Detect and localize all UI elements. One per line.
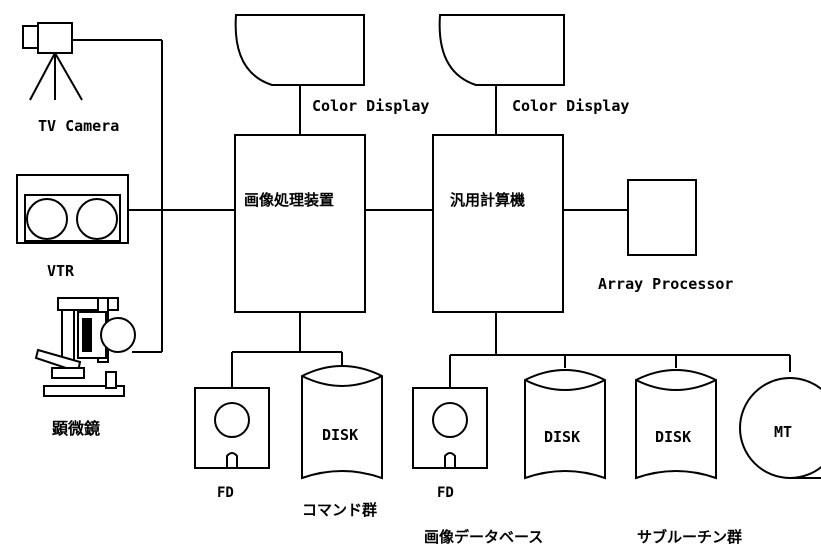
disk-1-icon — [301, 365, 383, 480]
color-display-2-icon — [438, 14, 565, 86]
magnetic-tape-icon — [739, 377, 821, 479]
floppy-drive-2-icon — [412, 387, 488, 469]
mt-label: MT — [774, 423, 792, 441]
image-processor-label: 画像処理装置 — [244, 191, 334, 209]
color-display-2-label: Color Display — [512, 97, 629, 115]
disk-2-icon — [524, 369, 606, 480]
disk-3-label: DISK — [655, 428, 691, 446]
disk-2-label: DISK — [544, 428, 580, 446]
vtr-label: VTR — [47, 262, 75, 280]
tv-camera-icon — [22, 22, 83, 101]
general-computer-box — [432, 134, 564, 313]
subroutine-group-label: サブルーチン群 — [637, 528, 742, 546]
color-display-1-icon — [234, 14, 365, 86]
tv-camera-label: TV Camera — [38, 117, 119, 135]
fd-1-label: FD — [217, 485, 234, 501]
color-display-1-label: Color Display — [312, 97, 429, 115]
disk-1-label: DISK — [322, 426, 358, 444]
microscope-icon — [34, 297, 136, 397]
general-computer-label: 汎用計算機 — [450, 191, 525, 209]
fd-2-label: FD — [437, 485, 454, 501]
microscope-label: 顕微鏡 — [52, 419, 100, 438]
image-database-label: 画像データベース — [424, 528, 543, 546]
vtr-icon — [16, 174, 129, 244]
array-processor-box — [627, 179, 697, 256]
array-processor-label: Array Processor — [598, 275, 733, 293]
disk-3-icon — [635, 369, 717, 480]
connection-lines — [72, 39, 791, 388]
image-processor-box — [234, 134, 366, 313]
floppy-drive-1-icon — [194, 387, 270, 469]
command-group-label: コマンド群 — [302, 501, 377, 519]
